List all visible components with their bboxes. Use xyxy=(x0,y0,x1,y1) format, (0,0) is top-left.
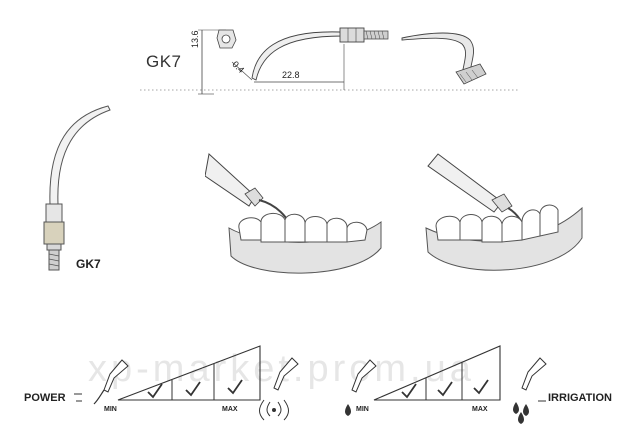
power-check-2 xyxy=(185,381,201,397)
tip-label: GK7 xyxy=(76,257,101,271)
irrigation-label: IRRIGATION xyxy=(548,392,612,404)
tip-end-view xyxy=(216,29,237,49)
power-max-label: MAX xyxy=(222,406,238,413)
teeth-scene-2 xyxy=(425,153,583,271)
spec-drawing xyxy=(140,27,520,95)
irrigation-check-2 xyxy=(437,381,453,397)
irrigation-min-label: MIN xyxy=(356,406,369,413)
tip-side-view xyxy=(251,27,389,81)
irrigation-check-1 xyxy=(401,383,417,399)
irrigation-scale xyxy=(345,345,501,416)
power-max-icon xyxy=(259,357,299,421)
irrigation-max-label: MAX xyxy=(472,406,488,413)
power-check-3 xyxy=(227,379,243,395)
irrigation-check-3 xyxy=(473,379,489,395)
power-label: POWER xyxy=(24,392,66,404)
power-scale xyxy=(74,345,261,405)
model-name: GK7 xyxy=(146,52,182,71)
scale-baseline xyxy=(76,400,546,402)
irrigation-max-icon xyxy=(513,357,547,424)
power-handpiece-icon xyxy=(93,359,129,405)
power-triangle xyxy=(117,345,261,401)
power-min-label: MIN xyxy=(104,406,117,413)
irrigation-triangle xyxy=(373,345,501,401)
tip-illustration xyxy=(43,105,111,271)
length-dim-label: 22.8 xyxy=(282,70,300,80)
power-check-1 xyxy=(147,383,163,399)
tip-perspective-view xyxy=(401,32,487,85)
height-dim-label: 13.6 xyxy=(190,30,200,48)
teeth-scene-1 xyxy=(205,153,382,274)
irrigation-handpiece-icon xyxy=(345,359,377,416)
